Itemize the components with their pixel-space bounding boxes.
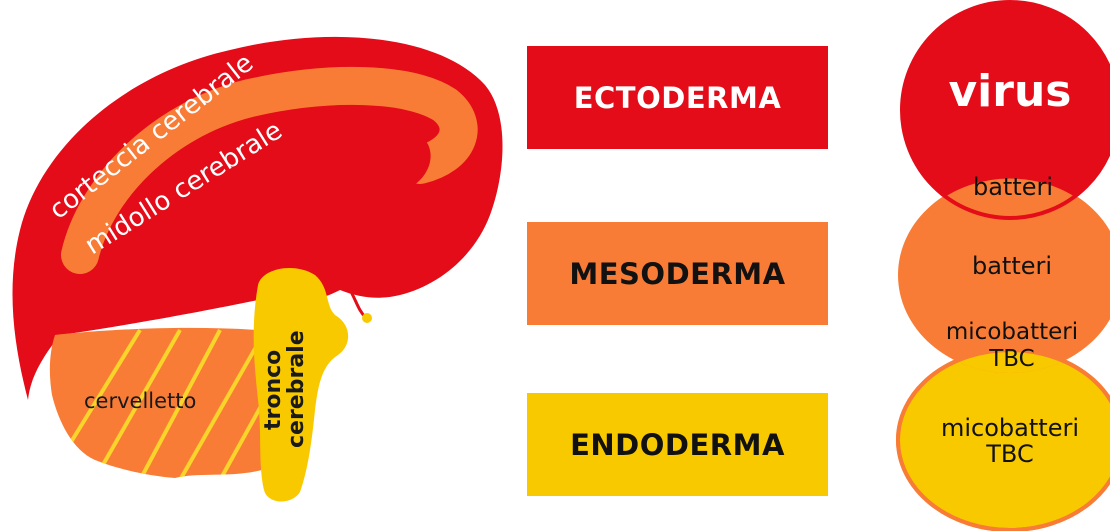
- ectoderm-box: ECTODERMA: [527, 46, 828, 149]
- endoderm-box: ENDODERMA: [527, 393, 828, 496]
- pathogen-circles: virus batteri batteri micobatteri TBC mi…: [880, 0, 1110, 531]
- brainstem-label-line2: cerebrale: [284, 330, 309, 448]
- mycobacteria-overlap-label-line1: micobatteri: [946, 319, 1078, 345]
- bacteria-label: batteri: [972, 252, 1052, 280]
- appendage-tip: [362, 313, 372, 323]
- brainstem-label-line1: tronco: [261, 350, 286, 430]
- mesoderm-label: MESODERMA: [569, 257, 785, 291]
- mesoderm-box: MESODERMA: [527, 222, 828, 325]
- cerebellum-label: cervelletto: [84, 389, 196, 413]
- mycobacteria-label-line2: TBC: [985, 440, 1033, 468]
- virus-label: virus: [949, 66, 1072, 117]
- endoderm-label: ENDODERMA: [570, 428, 785, 462]
- bacteria-overlap-label: batteri: [973, 173, 1053, 201]
- mycobacteria-label-line1: micobatteri: [941, 414, 1079, 442]
- ectoderm-label: ECTODERMA: [574, 81, 782, 115]
- brain-illustration: corteccia cerebrale midollo cerebrale ce…: [0, 0, 520, 531]
- mycobacteria-overlap-label-line2: TBC: [988, 346, 1034, 372]
